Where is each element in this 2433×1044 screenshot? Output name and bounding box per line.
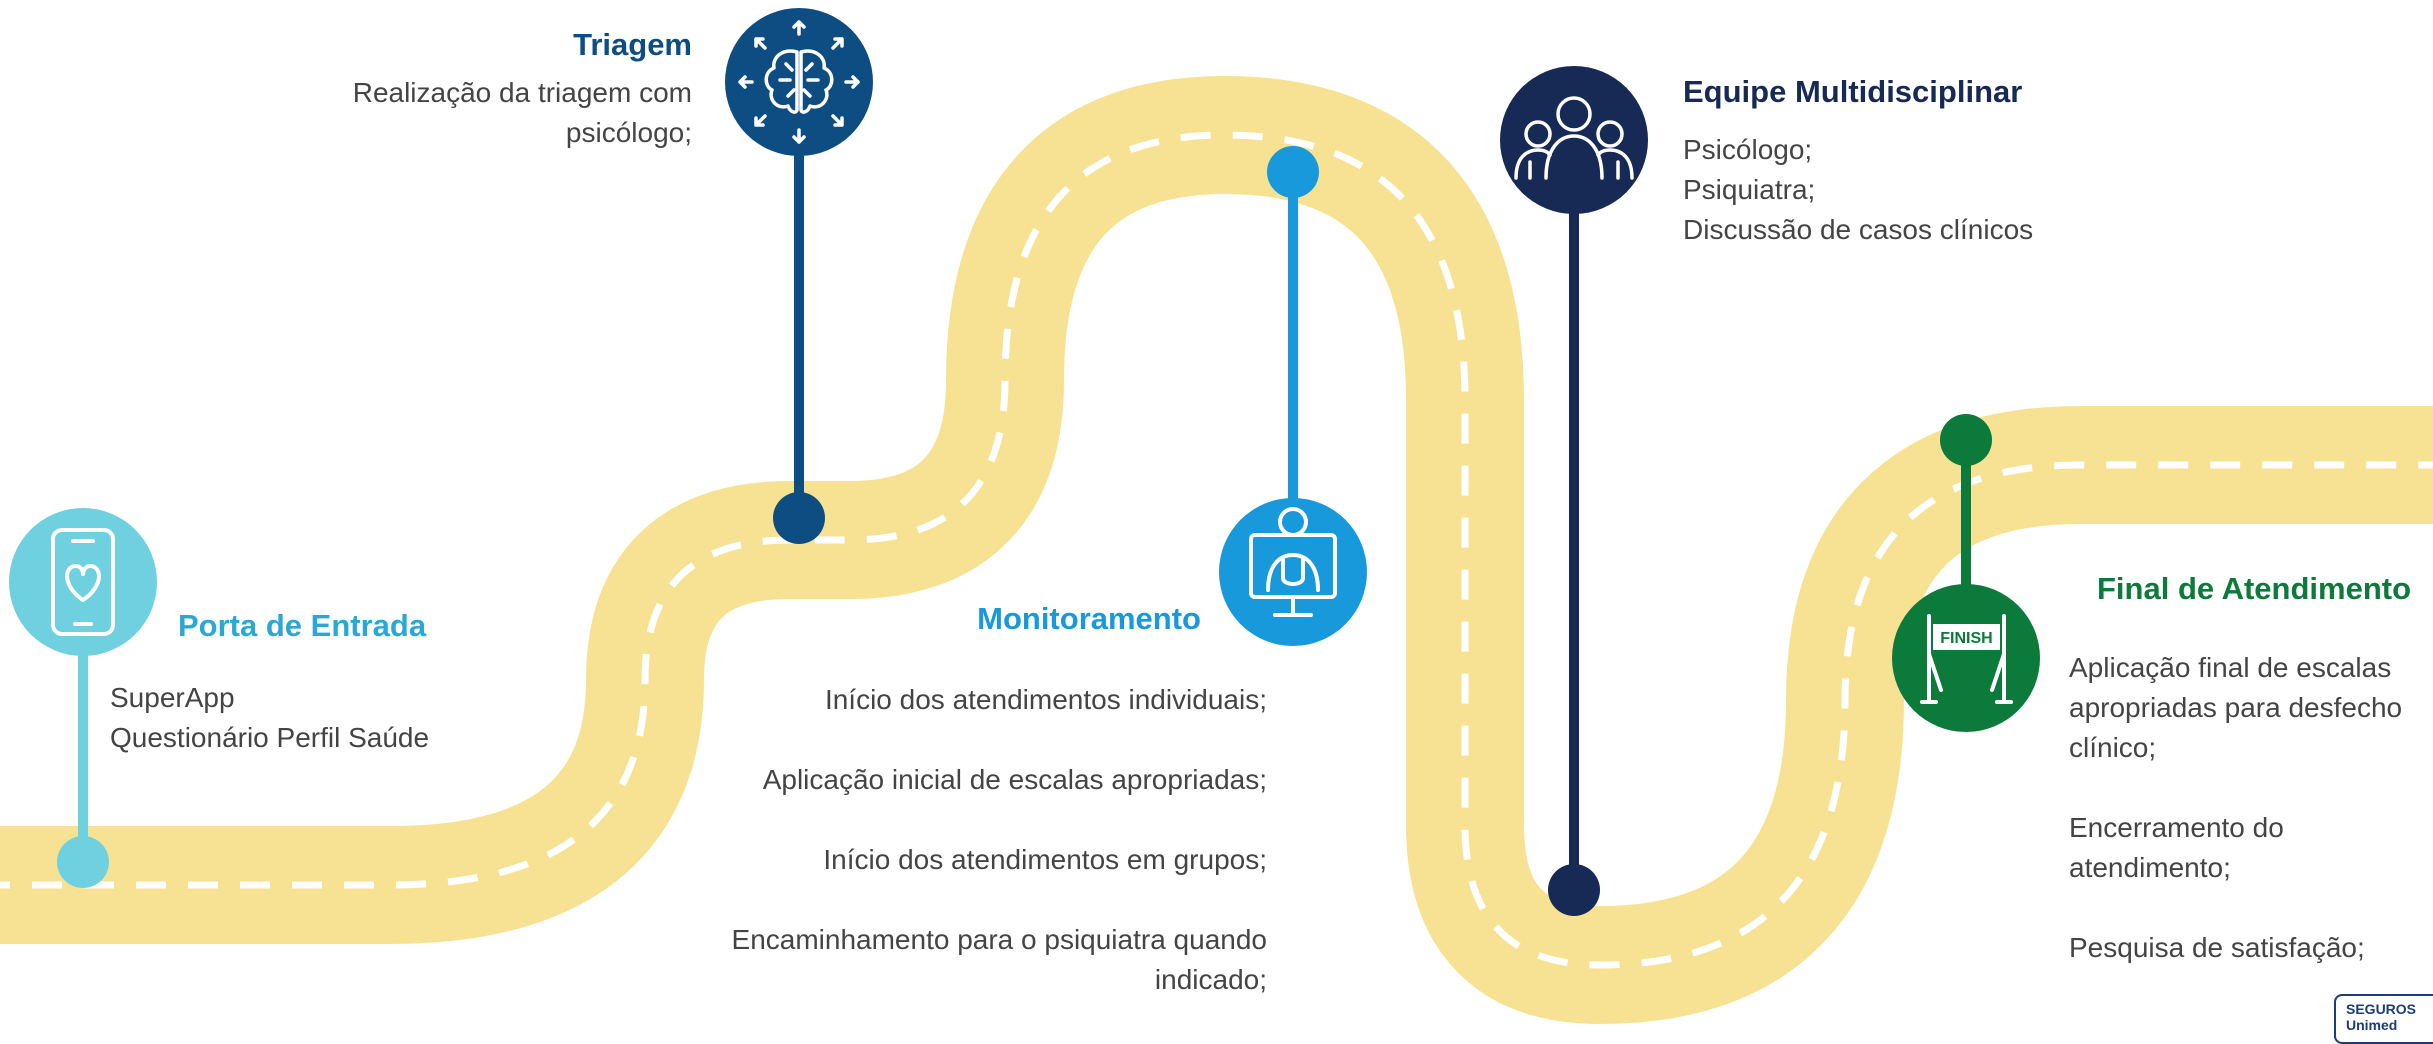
equipe-line-3: Discussão de casos clínicos [1683,214,2034,245]
final-line-5: atendimento; [2069,852,2231,883]
monitoramento-pin-dot [1267,146,1319,198]
porta-description: SuperApp Questionário Perfil Saúde [110,678,429,758]
final-description: Aplicação final de escalas apropriadas p… [2069,648,2402,968]
triagem-description: Realização da triagem com psicólogo; [353,73,692,153]
triagem-title: Triagem [573,27,692,62]
road-center-dashes [0,131,2433,969]
stage-final-marker: FINISH [1892,414,2040,732]
brain-arrows-icon [738,20,860,144]
monitoramento-line-5: indicado; [1154,964,1267,995]
logo-line-2: Unimed [2346,1017,2398,1033]
team-people-icon [1514,96,1634,180]
equipe-title: Equipe Multidisciplinar [1683,74,2023,109]
triagem-pin-dot [773,492,825,544]
final-line-2: apropriadas para desfecho [2069,692,2403,723]
equipe-pin-dot [1548,864,1600,916]
porta-title: Porta de Entrada [178,608,427,643]
triagem-line-1: Realização da triagem com [352,77,692,108]
finish-line-icon: FINISH [1920,614,2013,704]
equipe-line-1: Psicólogo; [1683,134,1813,165]
equipe-line-2: Psiquiatra; [1683,174,1816,205]
porta-pin-dot [57,836,109,888]
monitoramento-line-4: Encaminhamento para o psiquiatra quando [731,924,1267,955]
triagem-line-2: psicólogo; [565,117,692,148]
porta-line-2: Questionário Perfil Saúde [110,722,430,753]
finish-banner-text: FINISH [1940,630,1992,647]
doctor-monitor-icon [1249,507,1337,617]
porta-line-1: SuperApp [110,682,235,713]
monitoramento-description: Início dos atendimentos individuais; Apl… [732,680,1267,1000]
stage-equipe-marker [1500,66,1648,916]
monitoramento-line-2: Aplicação inicial de escalas apropriadas… [762,764,1267,795]
stage-porta-marker [9,508,157,888]
monitoramento-line-3: Início dos atendimentos em grupos; [823,844,1267,875]
equipe-description: Psicólogo; Psiquiatra; Discussão de caso… [1683,130,2033,250]
final-line-1: Aplicação final de escalas [2069,652,2392,683]
monitoramento-line-1: Início dos atendimentos individuais; [824,684,1267,715]
smartphone-heart-icon [51,528,115,636]
stage-triagem-marker [725,8,873,544]
monitoramento-title: Monitoramento [977,601,1201,636]
final-line-3: clínico; [2069,732,2157,763]
logo-line-1: SEGUROS [2346,1001,2417,1017]
final-line-4: Encerramento do [2069,812,2284,843]
stage-monitoramento-marker [1219,146,1367,646]
final-pin-dot [1940,414,1992,466]
final-title: Final de Atendimento [2097,571,2412,606]
final-line-6: Pesquisa de satisfação; [2069,932,2365,963]
seguros-unimed-logo: SEGUROS Unimed [2334,994,2433,1044]
